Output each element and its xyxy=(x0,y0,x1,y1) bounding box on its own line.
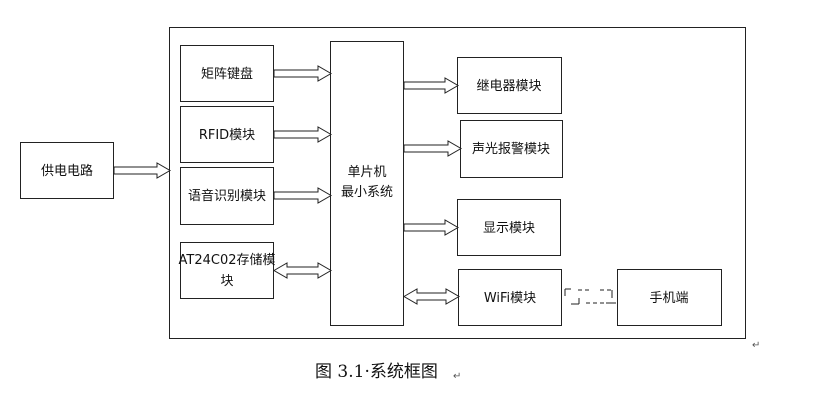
eeprom-box xyxy=(180,242,274,299)
voice-label: 语音识别模块 xyxy=(188,188,266,204)
keypad-label: 矩阵键盘 xyxy=(201,66,253,82)
voice-box xyxy=(180,167,274,225)
arrow-mcu-to-relay xyxy=(403,77,460,94)
rfid-label: RFID模块 xyxy=(199,128,255,143)
arrow-keypad-to-mcu xyxy=(273,65,333,82)
power-label: 供电电路 xyxy=(41,163,93,179)
wifi-box xyxy=(458,269,562,326)
power-box xyxy=(20,142,114,199)
eeprom-label-line2: 块 xyxy=(220,274,233,289)
arrow-mcu-to-alarm xyxy=(403,140,463,157)
mcu-label-line2: 最小系统 xyxy=(341,185,393,200)
phone-box xyxy=(617,269,722,326)
system-frame xyxy=(169,27,746,339)
mcu-box xyxy=(330,41,404,326)
paragraph-mark: ↵ xyxy=(752,340,760,351)
alarm-label: 声光报警模块 xyxy=(472,141,550,157)
arrow-eeprom-mcu-bidirectional xyxy=(272,262,333,279)
mcu-label-line1: 单片机 xyxy=(347,165,386,180)
relay-label: 继电器模块 xyxy=(476,79,541,94)
figure-caption: 图 3.1·系统框图 xyxy=(315,362,438,382)
eeprom-label-line1: AT24C02存储模 xyxy=(179,253,276,268)
phone-label: 手机端 xyxy=(649,291,688,306)
wifi-label: WiFi模块 xyxy=(484,291,536,306)
display-label: 显示模块 xyxy=(483,221,535,236)
keypad-box xyxy=(180,45,274,102)
arrow-rfid-to-mcu xyxy=(273,126,333,143)
caption-paragraph-mark: ↵ xyxy=(453,371,461,382)
arrow-voice-to-mcu xyxy=(273,187,333,204)
arrow-mcu-to-display xyxy=(403,219,460,236)
wireless-link xyxy=(564,288,616,305)
arrow-power-to-system xyxy=(113,162,172,179)
arrow-mcu-wifi-bidirectional xyxy=(402,288,461,305)
